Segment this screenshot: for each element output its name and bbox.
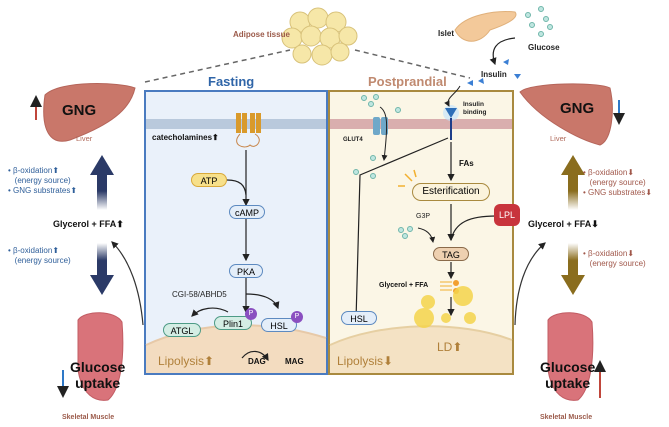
cgi58-label: CGI-58/ABHD5 [172,290,227,299]
camp-node: cAMP [229,205,265,219]
glucose-molecules-icon [525,6,553,37]
hsl-node-fasting: HSL [261,318,297,332]
postprandial-title: Postprandial [368,74,447,89]
glycerol-ffa-panel-label: Glycerol + FFA [379,282,429,289]
dag-label: DAG [248,357,266,366]
right-lower-bullets: • β-oxidation⬇ (energy source) [583,249,646,268]
phospho-badge-hsl: P [291,311,303,323]
lpl-node: LPL [494,204,520,226]
bullet-text: (energy source) [14,256,71,265]
atp-node: ATP [191,173,227,187]
bullet-text: (energy source) [589,178,646,187]
atgl-node: ATGL [163,323,201,337]
fasting-title: Fasting [208,74,255,89]
arrow-down-navy-left [90,243,114,295]
g3p-label: G3P [416,213,431,220]
adipose-tissue-icon [281,7,358,66]
skeletal-muscle-label-right: Skeletal Muscle [540,414,593,421]
insulin-label: Insulin [481,70,507,79]
mag-label: MAG [285,357,304,366]
glut4-label: GLUT4 [343,137,363,143]
pancreas-icon [454,11,517,42]
catecholamines-label: catecholamines⬆ [152,133,219,142]
liver-icon-left [43,83,136,142]
right-upper-bullets: • β-oxidation⬇ (energy source) • GNG sub… [583,168,653,197]
bullet-text: β-oxidation⬆ [13,246,60,255]
glycerol-ffa-right: Glycerol + FFA⬇ [528,219,599,229]
receptor-icon [236,113,261,133]
dashed-connector-left [144,49,291,83]
arrow-down-gold-right [561,243,585,295]
glucose-molecules-panel-icon [353,94,413,239]
fasting-lipid-droplet [146,325,326,373]
bullet-text: GNG substrates⬆ [13,186,78,195]
lipid-droplets-icon [414,286,476,328]
bullet-text: (energy source) [14,176,71,185]
bullet-text: (energy source) [589,259,646,268]
esterification-node: Esterification [412,183,490,201]
arrow-up-navy-left [90,155,114,210]
skeletal-muscle-icon-right [547,312,594,401]
adipose-tissue-label: Adipose tissue [233,30,290,39]
liver-label-right: Liver [550,134,567,143]
left-upper-bullets: • β-oxidation⬆ (energy source) • GNG sub… [8,166,78,195]
postprandial-lipid-droplet [330,326,512,373]
fas-label: FAs [459,159,474,168]
bullet-text: β-oxidation⬇ [588,249,635,258]
glucose-label: Glucose [528,43,560,52]
insulin-receptor-icon [443,105,459,140]
skeletal-muscle-label-left: Skeletal Muscle [62,414,115,421]
postprandial-membrane [330,119,512,129]
dashed-connector-right [354,49,471,79]
gng-label-right: GNG [560,100,595,117]
bullet-text: β-oxidation⬇ [588,168,635,177]
islet-label: Islet [438,29,455,38]
lipolysis-up-label: Lipolysis⬆ [158,354,215,368]
arrow-up-gold-right [561,155,585,210]
glycerol-ffa-left: Glycerol + FFA⬆ [53,219,124,229]
phospho-badge-plin1: P [245,308,257,320]
liver-icon-right [519,83,613,146]
left-lower-bullets: • β-oxidation⬆ (energy source) [8,246,71,265]
liver-label-left: Liver [76,134,93,143]
pka-node: PKA [229,264,263,278]
gng-label-left: GNG [62,102,97,119]
bullet-text: β-oxidation⬆ [13,166,60,175]
plin1-node: Plin1 [214,316,252,330]
insulin-molecules-icon [467,59,521,86]
ld-up-label: LD⬆ [437,340,463,354]
bullet-text: GNG substrates⬇ [588,188,653,197]
hsl-node-postprandial: HSL [341,311,377,325]
lipolysis-down-label: Lipolysis⬇ [337,354,394,368]
spark-lines-icon [398,169,417,187]
skeletal-muscle-icon-left [77,312,124,401]
tag-node: TAG [433,247,469,261]
